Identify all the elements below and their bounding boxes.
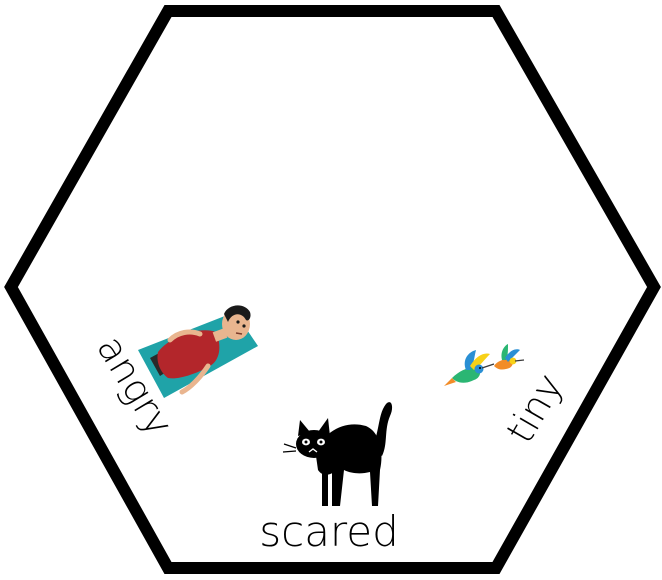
word-scared: scared xyxy=(259,507,399,556)
